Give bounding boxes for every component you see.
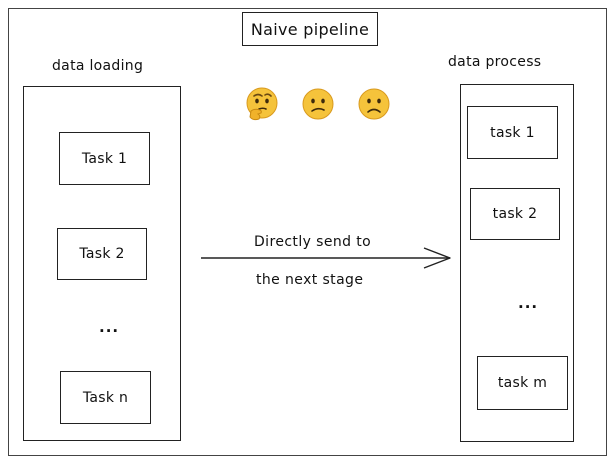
data-loading-column (23, 86, 181, 441)
process-task-2: task 2 (470, 188, 560, 240)
loading-task-1: Task 1 (59, 132, 150, 185)
arrow-label-line-2: the next stage (256, 272, 364, 288)
diagram-title: Naive pipeline (242, 12, 378, 46)
frowning-face-icon (358, 88, 390, 120)
loading-ellipsis: ... (99, 318, 120, 336)
data-process-label: data process (448, 54, 542, 70)
diagram-frame (8, 8, 607, 456)
loading-task-2: Task 2 (57, 228, 147, 280)
arrow-label-line-1: Directly send to (254, 234, 372, 250)
loading-task-n: Task n (60, 371, 151, 424)
thinking-face-icon (246, 87, 278, 121)
process-task-1: task 1 (467, 106, 558, 159)
confused-face-icon (302, 88, 334, 120)
data-process-column (460, 84, 574, 442)
process-task-m: task m (477, 356, 568, 410)
arrow-right-icon (201, 247, 451, 269)
data-loading-label: data loading (52, 58, 144, 74)
process-ellipsis: ... (518, 294, 539, 312)
